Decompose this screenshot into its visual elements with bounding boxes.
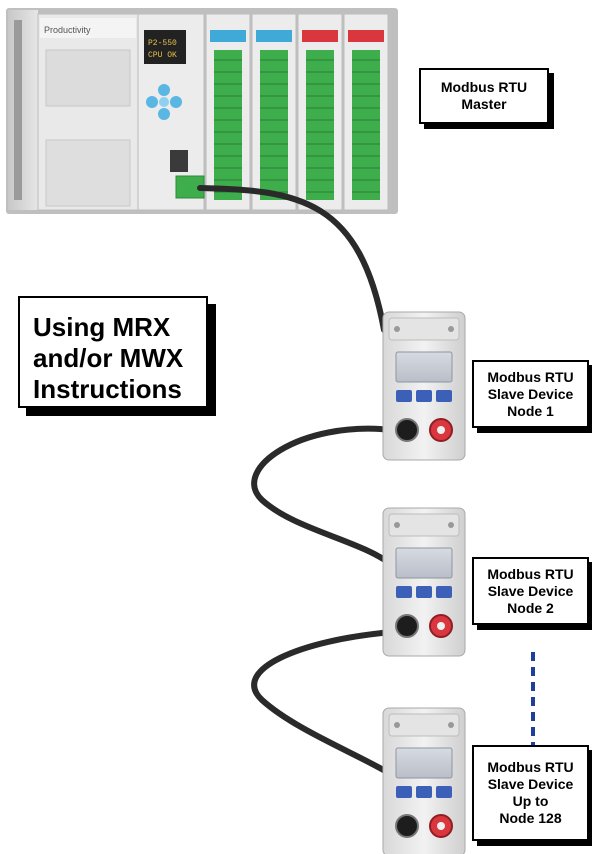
cpu-keypad (146, 84, 182, 120)
screw-icon (394, 722, 400, 728)
screw-icon (448, 326, 454, 332)
screw-icon (448, 522, 454, 528)
slave1-line-3: Node 1 (507, 402, 554, 419)
slave-device-1 (382, 311, 466, 461)
device-key (416, 786, 432, 798)
black-jack-icon (395, 418, 419, 442)
slave3-line-2: Slave Device (487, 776, 574, 792)
slave1-line-1: Modbus RTU (487, 368, 574, 385)
cable-master-to-node1 (197, 185, 387, 333)
device-key (396, 786, 412, 798)
master-label-line-2: Master (461, 96, 507, 112)
serial-cables (197, 185, 395, 778)
device-key (396, 586, 412, 598)
slave2-line-1: Modbus RTU (487, 565, 574, 582)
screw-icon (394, 522, 400, 528)
device-key (396, 390, 412, 402)
device-lcd (395, 547, 453, 579)
plc-brand-label: Productivity (44, 25, 91, 35)
device-mount (388, 713, 460, 737)
device-key (416, 390, 432, 402)
device-mount (388, 317, 460, 341)
black-jack-icon (395, 614, 419, 638)
device-lcd (395, 747, 453, 779)
callout-line-1: Using MRX (33, 312, 171, 342)
screw-icon (394, 326, 400, 332)
master-label-line-1: Modbus RTU (440, 79, 528, 95)
cable-node1-to-node2 (251, 425, 395, 568)
jack-center-icon (437, 622, 445, 630)
io-module-1 (205, 13, 251, 211)
jack-center-icon (437, 426, 445, 434)
master-label: Modbus RTU Master (419, 68, 549, 124)
callout-line-2: and/or MWX (33, 343, 184, 373)
jack-center-icon (437, 822, 445, 830)
cpu-display-line-2: CPU OK (148, 51, 177, 60)
device-key (416, 586, 432, 598)
slave-devices (382, 311, 466, 854)
slave3-line-3: Up to (512, 793, 549, 809)
slave-label-node-2: Modbus RTU Slave Device Node 2 (472, 557, 589, 625)
terminal-block-lines (214, 59, 380, 193)
device-lcd (395, 351, 453, 383)
slave1-line-2: Slave Device (487, 385, 574, 402)
slave3-line-4: Node 128 (499, 810, 562, 826)
slave-device-3 (382, 707, 466, 854)
cable-node2-to-node3 (251, 629, 395, 778)
slave3-line-1: Modbus RTU (487, 759, 574, 775)
screw-icon (448, 722, 454, 728)
io-module-3 (297, 13, 343, 211)
callout-line-3: Instructions (33, 374, 182, 404)
cpu-display-line-1: P2-550 (148, 39, 177, 48)
io-module-4 (343, 13, 389, 211)
slave-label-node-128: Modbus RTU Slave Device Up to Node 128 (472, 745, 589, 841)
instructions-callout: Using MRX and/or MWX Instructions (18, 296, 208, 408)
slave2-line-2: Slave Device (487, 582, 574, 599)
io-module-2 (251, 13, 297, 211)
slave-device-2 (382, 507, 466, 657)
plc-master-rack: Productivity P2-550 CPU OK (6, 8, 398, 214)
black-jack-icon (395, 814, 419, 838)
device-key (436, 586, 452, 598)
device-mount (388, 513, 460, 537)
slave-label-node-1: Modbus RTU Slave Device Node 1 (472, 360, 589, 428)
device-key (436, 390, 452, 402)
slave2-line-3: Node 2 (507, 599, 554, 616)
device-key (436, 786, 452, 798)
